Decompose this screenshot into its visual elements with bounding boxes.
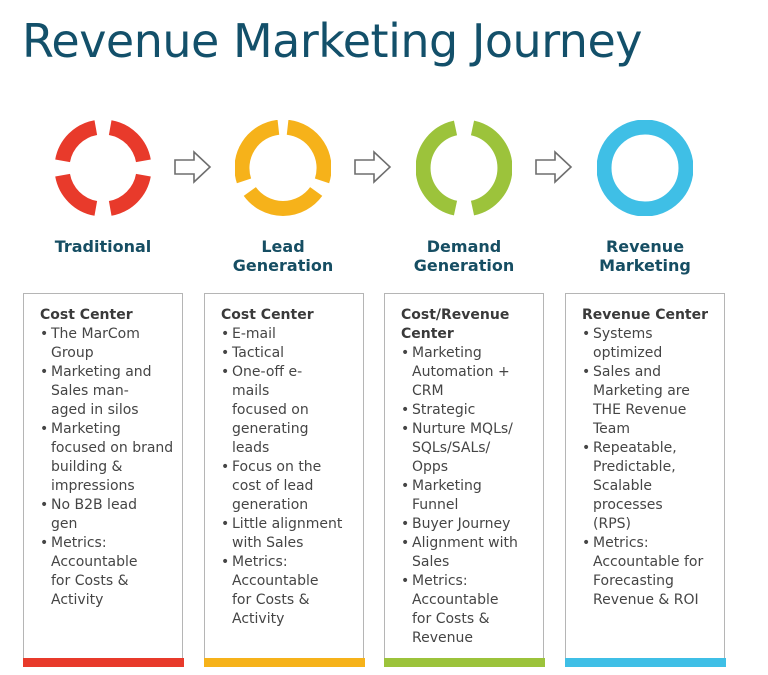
list-item: Systems optimized — [582, 325, 682, 363]
traditional-ring-icon — [55, 120, 151, 216]
list-item: Sales and Marketing are THE Revenue Team — [582, 363, 710, 439]
card-bullet-list: Marketing Automation + CRM Strategic Nur… — [401, 344, 537, 648]
ring-circle — [597, 120, 693, 216]
ring-segments — [55, 120, 151, 216]
card-revenue-marketing: Revenue Center Systems optimized Sales a… — [564, 293, 726, 667]
list-item: Buyer Journey — [401, 515, 537, 534]
card-heading: Cost/Revenue Center — [401, 307, 510, 342]
list-item: No B2B lead gen — [40, 496, 152, 534]
card-heading: Revenue Center — [582, 307, 709, 323]
list-item: Strategic — [401, 401, 537, 420]
list-item: Tactical — [221, 344, 357, 363]
list-item: Metrics: Accountable for Costs & Activit… — [221, 553, 325, 629]
list-item: One-off e-mails focused on generating le… — [221, 363, 321, 458]
list-item: Marketing Funnel — [401, 477, 501, 515]
right-arrow-icon — [354, 150, 392, 184]
stage-label-traditional: Traditional — [54, 237, 152, 256]
card-demand-generation: Cost/Revenue Center Marketing Automation… — [383, 293, 545, 667]
list-item: Marketing focused on brand building & im… — [40, 420, 176, 496]
list-item: Metrics: Accountable for Forecasting Rev… — [582, 534, 714, 610]
card-bullet-list: The MarCom Group Marketing and Sales man… — [40, 325, 176, 610]
list-item: Marketing and Sales man-aged in silos — [40, 363, 162, 420]
revenue-marketing-ring-icon — [597, 120, 693, 216]
right-arrow-icon — [174, 150, 212, 184]
list-item: The MarCom Group — [40, 325, 140, 363]
card-color-bar — [564, 657, 726, 667]
list-item: Metrics: Accountable for Costs & Activit… — [40, 534, 144, 610]
card-color-bar — [22, 657, 184, 667]
card-bullet-list: Systems optimized Sales and Marketing ar… — [582, 325, 718, 610]
card-lead-generation: Cost Center E-mail Tactical One-off e-ma… — [203, 293, 365, 667]
ring-segments — [235, 120, 331, 216]
list-item: Marketing Automation + CRM — [401, 344, 521, 401]
stage-label-lead-generation: Lead Generation — [232, 237, 334, 275]
demand-generation-ring-icon — [416, 120, 512, 216]
ring-segments — [416, 120, 512, 216]
card-heading: Cost Center — [40, 307, 133, 323]
stage-label-demand-generation: Demand Generation — [413, 237, 515, 275]
right-arrow-icon — [535, 150, 573, 184]
list-item: E-mail — [221, 325, 357, 344]
card-heading: Cost Center — [221, 307, 314, 323]
card-bullet-list: E-mail Tactical One-off e-mails focused … — [221, 325, 357, 629]
lead-generation-ring-icon — [235, 120, 331, 216]
list-item: Repeatable, Predictable, Scalable proces… — [582, 439, 686, 534]
list-item: Nurture MQLs/ SQLs/SALs/ Opps — [401, 420, 525, 477]
list-item: Metrics: Accountable for Costs & Revenue — [401, 572, 505, 648]
list-item: Little alignment with Sales — [221, 515, 357, 553]
list-item: Alignment with Sales — [401, 534, 531, 572]
page-title: Revenue Marketing Journey — [22, 14, 642, 68]
card-color-bar — [383, 657, 545, 667]
card-traditional: Cost Center The MarCom Group Marketing a… — [22, 293, 184, 667]
card-color-bar — [203, 657, 365, 667]
stage-label-revenue-marketing: Revenue Marketing — [599, 237, 691, 275]
list-item: Focus on the cost of lead generation — [221, 458, 333, 515]
